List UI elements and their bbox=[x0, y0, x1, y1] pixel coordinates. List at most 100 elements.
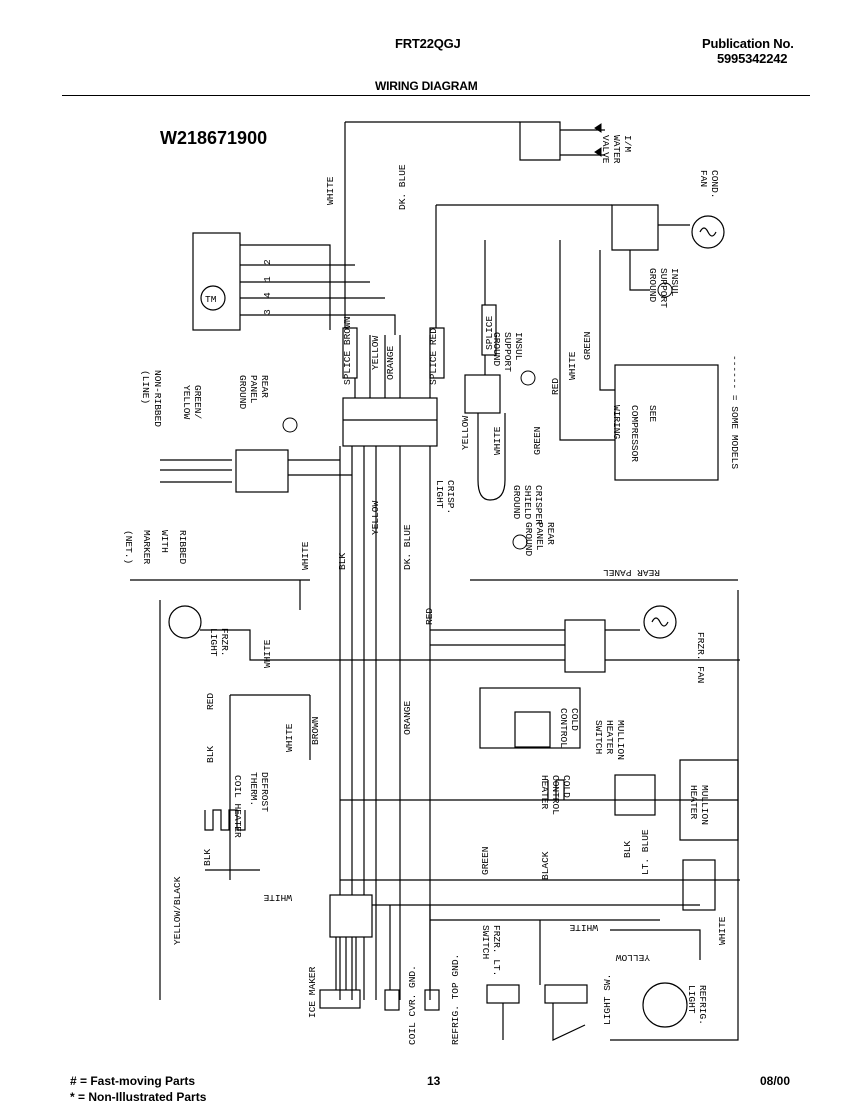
label-rear-panel: REAR PANEL bbox=[603, 567, 660, 578]
label-frzr-lt-switch: SWITCH bbox=[480, 925, 491, 959]
label-insul-support-ground-top: SUPPORT bbox=[658, 268, 669, 308]
publication-number: 5995342242 bbox=[717, 51, 788, 66]
label-crisper-shield-ground: CRISPER bbox=[533, 485, 544, 525]
label-timer: TM bbox=[205, 294, 217, 305]
label-coil-heater: COIL HEATER bbox=[232, 775, 243, 838]
label-blk-coil: BLK bbox=[205, 746, 216, 763]
label-cold-control: COLD bbox=[569, 708, 580, 731]
legend-fast-moving: # = Fast-moving Parts bbox=[70, 1074, 196, 1088]
label-light-sw: LIGHT SW. bbox=[602, 974, 613, 1025]
label-green-right: GREEN bbox=[582, 331, 593, 360]
label-black-lower: BLACK bbox=[540, 851, 551, 880]
label-white-right: WHITE bbox=[567, 351, 578, 380]
label-mullion-heater: HEATER bbox=[688, 785, 699, 820]
label-splice-brown: SPLICE BROWN bbox=[342, 317, 353, 385]
ground-icon bbox=[657, 282, 673, 298]
page-number: 13 bbox=[427, 1074, 441, 1088]
label-rear-panel-ground-left: PANEL bbox=[248, 375, 259, 404]
label-cold-control-heater: COLD bbox=[561, 775, 572, 798]
label-yellow-mid: YELLOW bbox=[370, 335, 381, 370]
label-rear-panel-ground-right: REAR bbox=[545, 522, 556, 545]
label-insul-support-ground-top: GROUND bbox=[647, 268, 658, 303]
label-ribbed: RIBBED bbox=[177, 530, 188, 565]
ground-icon bbox=[520, 370, 536, 386]
ground-icon bbox=[282, 417, 298, 433]
label-white-left: WHITE bbox=[300, 541, 311, 570]
timer-pin-label: 1 bbox=[262, 276, 273, 282]
wires bbox=[130, 121, 740, 1041]
label-see-compressor: SEE bbox=[647, 405, 658, 422]
label-frzr-lt-switch: FRZR. LT. bbox=[491, 925, 502, 976]
label-defrost-therm: DEFROST bbox=[259, 772, 270, 812]
publication-label: Publication No. bbox=[702, 36, 794, 51]
label-ribbed: WITH bbox=[159, 530, 170, 553]
label-non-ribbed: NON-RIBBED bbox=[152, 370, 163, 427]
label-im-water-valve: WATER bbox=[611, 135, 622, 164]
label-red-right: RED bbox=[550, 378, 561, 395]
label-green-crisp: GREEN bbox=[532, 426, 543, 455]
label-rear-panel-ground-left: REAR bbox=[259, 375, 270, 398]
label-coil-cvr-gnd: COIL CVR. GND. bbox=[407, 965, 418, 1045]
label-refrig-light: REFRIG. bbox=[697, 985, 708, 1025]
label-splice-red: SPLICE RED bbox=[428, 328, 439, 385]
label-cond-fan: FAN bbox=[698, 170, 709, 187]
label-insul-support-ground-mid: GROUND bbox=[491, 332, 502, 367]
label-red-lower: RED bbox=[424, 608, 435, 625]
label-white-crisp: WHITE bbox=[492, 426, 503, 455]
label-orange-mid: ORANGE bbox=[385, 345, 396, 380]
label-non-ribbed: (LINE) bbox=[140, 370, 151, 404]
label-ice-maker: ICE MAKER bbox=[307, 966, 318, 1018]
label-dk-blue-top: DK. BLUE bbox=[397, 164, 408, 210]
label-red-defrost: RED bbox=[205, 693, 216, 710]
label-mullion-heater-switch: HEATER bbox=[604, 720, 615, 755]
label-cold-control-heater: HEATER bbox=[539, 775, 550, 810]
label-refrig-light: LIGHT bbox=[686, 985, 697, 1014]
label-im-water-valve: VALVE bbox=[600, 135, 611, 164]
revision-date: 08/00 bbox=[760, 1074, 791, 1088]
label-brown-defrost: BROWN bbox=[310, 716, 321, 745]
label-defrost-therm: THERM. bbox=[248, 772, 259, 806]
label-yellow-black: YELLOW/BLACK bbox=[172, 876, 183, 945]
label-some-models: ------ = SOME MODELS bbox=[729, 355, 740, 469]
label-crisp-light: LIGHT bbox=[434, 480, 445, 509]
label-crisper-shield-ground: GROUND bbox=[511, 485, 522, 520]
label-mullion-heater-switch: SWITCH bbox=[593, 720, 604, 754]
page-title: WIRING DIAGRAM bbox=[375, 79, 478, 93]
label-white-defrost: WHITE bbox=[284, 723, 295, 752]
label-insul-support-ground-top: INSUL bbox=[669, 268, 680, 297]
label-frzr-light: FRZR. bbox=[219, 628, 230, 657]
label-crisper-shield-ground: SHIELD bbox=[522, 485, 533, 520]
legend-non-illustrated: * = Non-Illustrated Parts bbox=[70, 1090, 207, 1104]
model-number: FRT22QGJ bbox=[395, 36, 461, 51]
label-see-compressor: COMPRESSOR bbox=[629, 405, 640, 462]
label-green-yellow: YELLOW bbox=[181, 385, 192, 420]
label-white-bottom: WHITE bbox=[263, 892, 292, 903]
label-insul-support-ground-mid: INSUL bbox=[513, 332, 524, 361]
label-cond-fan: COND. bbox=[709, 170, 720, 199]
label-mullion-heater: MULLION bbox=[699, 785, 710, 825]
header-rule bbox=[62, 95, 810, 96]
label-blk-coil-low: BLK bbox=[202, 849, 213, 866]
label-green-lower: GREEN bbox=[480, 846, 491, 875]
label-mullion-heater-switch: MULLION bbox=[615, 720, 626, 760]
component-labels: I/MWATERVALVECOND.FANINSULSUPPORTGROUNDW… bbox=[123, 135, 740, 1045]
label-yellow-bottom: YELLOW bbox=[615, 952, 650, 963]
diagram-id: W218671900 bbox=[160, 128, 268, 148]
label-see-compressor: WIRING bbox=[611, 405, 622, 440]
label-dk-blue-left: DK. BLUE bbox=[402, 524, 413, 570]
label-ribbed: (NET.) bbox=[123, 530, 134, 564]
label-insul-support-ground-mid: SUPPORT bbox=[502, 332, 513, 372]
label-rear-panel-ground-right: GROUND bbox=[523, 522, 534, 557]
label-ribbed: MARKER bbox=[141, 530, 152, 565]
timer-pin-label: 2 bbox=[262, 259, 273, 265]
label-im-water-valve: I/M bbox=[622, 135, 633, 152]
label-white-vert-right: WHITE bbox=[717, 916, 728, 945]
ground-icon bbox=[512, 534, 528, 550]
label-green-yellow: GREEN/ bbox=[192, 385, 203, 420]
label-orange-lower: ORANGE bbox=[402, 700, 413, 735]
ground-symbols bbox=[282, 123, 673, 550]
label-refrig-top-gnd: REFRIG. TOP GND. bbox=[450, 954, 461, 1045]
label-yellow-left: YELLOW bbox=[370, 500, 381, 535]
label-frzr-light: LIGHT bbox=[208, 628, 219, 657]
